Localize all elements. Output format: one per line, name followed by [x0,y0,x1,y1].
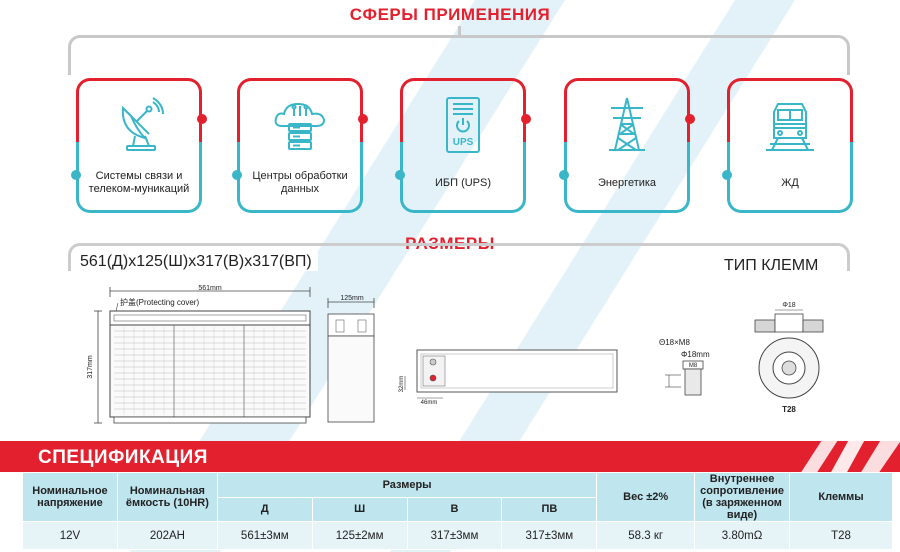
ups-icon: UPS [446,97,480,153]
cell-h: 317±3мм [406,521,503,550]
sphere-card-ups: UPS ИБП (UPS) [395,78,531,213]
header-capacity: Номинальная ёмкость (10HR) [116,472,218,522]
sphere-label: ИБП (UPS) [434,176,492,189]
table-row: 12V 202AH 561±3мм 125±2мм 317±3мм 317±3м… [22,521,893,550]
spheres-title: СФЕРЫ ПРИМЕНЕНИЯ [349,5,551,24]
train-icon [766,103,814,151]
cell-capacity: 202AH [116,521,218,550]
dimensions-text: 561(Д)х125(Ш)х317(В)х317(ВП) [80,253,318,271]
cover-label: 护盖(Protecting cover) [120,297,199,307]
power-tower-icon [609,97,645,151]
dimensions-bracket [68,243,850,271]
cell-terminals: T28 [789,521,893,550]
small-dim-32: 32mm [399,376,405,393]
header-resistance: Внутреннее сопротивление (в заряженном в… [694,472,791,522]
sphere-label: ЖД [781,176,799,189]
sphere-label: Энергетика [597,176,657,189]
sphere-card-energy: Энергетика [559,78,695,213]
term-diameter-label: Φ18mm [681,350,710,359]
sphere-card-railway: ЖД [722,78,853,213]
width-mark: 125mm [340,295,364,302]
cell-hp: 317±3мм [501,521,598,550]
satellite-dish-icon [121,97,164,151]
cell-w: 125±2мм [311,521,408,550]
spec-table: Номинальное напряжение Номинальная ёмкос… [22,472,893,550]
spec-title: СПЕЦИФИКАЦИЯ [38,447,208,468]
sphere-label: Центры обработки данных [252,170,348,195]
sphere-label: Системы связи и телеком-муникаций [88,170,190,195]
length-mark: 561mm [198,285,222,292]
cell-d: 561±3мм [216,521,313,550]
cell-voltage: 12V [22,521,118,550]
height-mark: 317mm [87,355,94,379]
header-w: Ш [311,496,408,522]
header-hp: ПВ [501,496,598,522]
terminal-detail: Θ18×M8 Φ18mm M8 [659,338,710,396]
term-hole-label: Θ18×M8 [659,338,690,347]
spheres-bracket-stem [458,26,461,38]
cloud-server-icon [274,102,326,150]
battery-top-view: 32mm 46mm [399,349,618,406]
header-weight: Вес ±2% [596,472,696,522]
terminal-type-text: ТИП КЛЕММ [720,257,823,275]
sphere-card-datacenter: Центры обработки данных [232,78,368,213]
header-dims: Размеры [216,472,598,498]
cell-weight: 58.3 кг [596,521,696,550]
t28-terminal: Φ18 T28 [754,302,824,414]
small-dim-46: 46mm [421,400,438,406]
battery-front-view: 561mm 护盖(Protecting cover) 317mm [87,285,311,424]
svg-text:UPS: UPS [453,137,474,148]
sphere-card-telecom: Системы связи и телеком-муникаций [71,78,207,213]
header-h: В [406,496,503,522]
battery-side-view: 125mm [327,295,375,423]
header-terminals: Клеммы [789,472,893,522]
header-d: Д [216,496,313,522]
spec-bar [0,441,900,472]
cell-resistance: 3.80mΩ [694,521,791,550]
header-voltage: Номинальное напряжение [22,472,118,522]
spec-bar-stripes [800,434,900,474]
t28-top-label: Φ18 [782,302,795,309]
term-m8-label: M8 [689,363,698,369]
spheres-bracket [68,35,850,75]
t28-name: T28 [782,405,796,414]
